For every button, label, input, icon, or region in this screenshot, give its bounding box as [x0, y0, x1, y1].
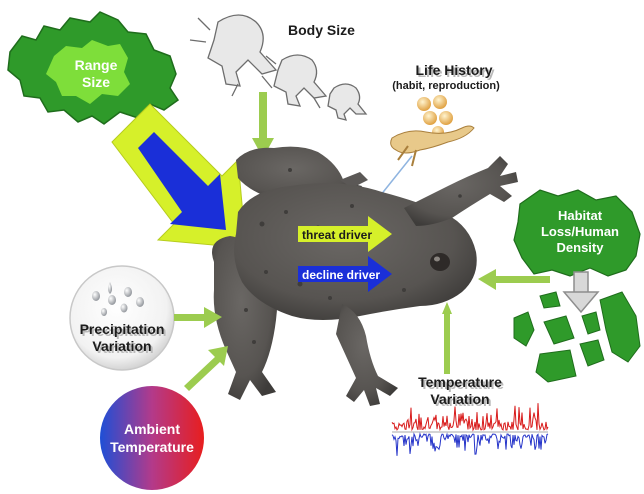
temperature-variation-trace	[392, 403, 548, 456]
range-threat-arrow	[112, 104, 246, 248]
life-history-sublabel: (habit, reproduction)	[392, 80, 500, 92]
decline-driver-label: decline driver	[302, 268, 380, 282]
habitat-label-1: Habitat	[558, 208, 603, 223]
habitat-label-2: Loss/Human	[541, 224, 619, 239]
precipitation-label-1: Precipitation	[80, 321, 165, 337]
range-size-label-1: Range	[75, 57, 118, 73]
ambient-temperature-label-2: Temperature	[110, 439, 194, 455]
precipitation-label-2: Variation	[92, 338, 151, 354]
ambient-temperature-arrow	[184, 346, 228, 391]
threat-driver-label: threat driver	[302, 228, 372, 242]
habitat-label-3: Density	[557, 240, 605, 255]
body-size-label: Body Size	[288, 22, 355, 38]
temperature-variation-label-1: Temperature	[418, 374, 502, 390]
habitat-fragment-arrow	[564, 272, 598, 312]
ambient-temperature-badge	[100, 386, 204, 490]
life-history-label: Life History	[415, 62, 492, 78]
ambient-temperature-label-1: Ambient	[124, 421, 180, 437]
range-size-label-2: Size	[82, 74, 110, 90]
temperature-variation-label-2: Variation	[430, 391, 489, 407]
life-history-arrow	[380, 156, 412, 196]
temperature-variation-arrow	[442, 302, 452, 374]
